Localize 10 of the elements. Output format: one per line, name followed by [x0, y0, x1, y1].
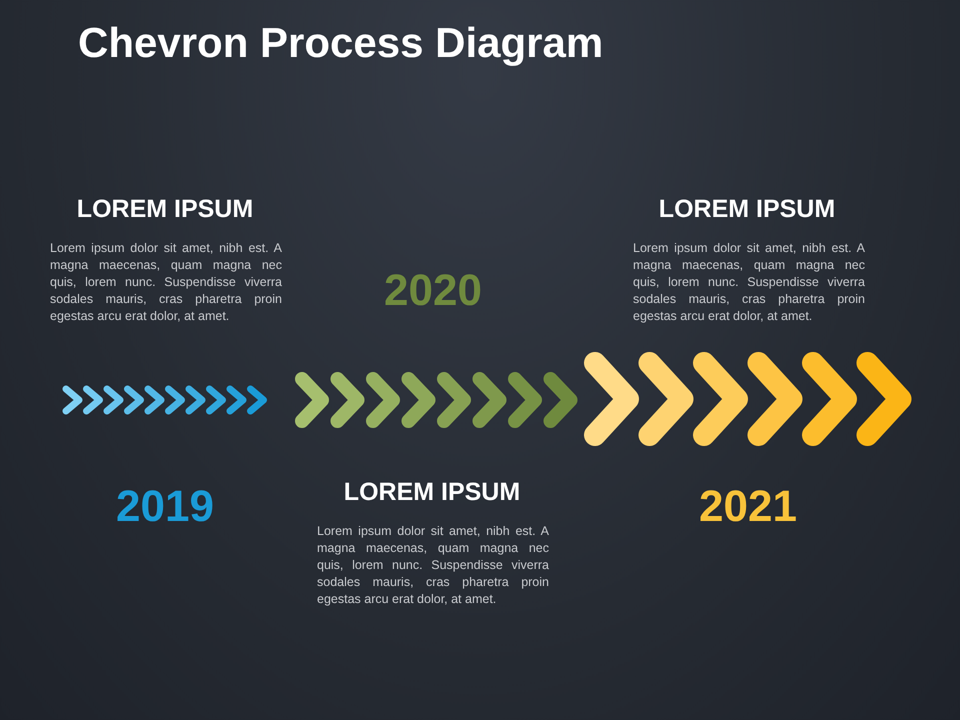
title: Chevron Process Diagram: [78, 18, 604, 68]
body-text: Lorem ipsum dolor sit amet, nibh est. A magna maecenas, quam magna nec quis, lorem nunc. Suspendisse viverra sodales mauris, cras pharetra proin egestas arcu erat dolor, at amet.: [633, 240, 865, 325]
body-text: Lorem ipsum dolor sit amet, nibh est. A magna maecenas, quam magna nec quis, lorem nunc. Suspendisse viverra sodales mauris, cras pharetra proin egestas arcu erat dolor, at amet.: [317, 523, 549, 608]
year-label: 2019: [115, 482, 215, 532]
heading: LOREM IPSUM: [76, 195, 254, 224]
year-label: 2021: [698, 482, 798, 532]
heading: LOREM IPSUM: [342, 478, 522, 507]
heading: LOREM IPSUM: [658, 195, 836, 224]
year-label: 2020: [383, 266, 483, 316]
body-text: Lorem ipsum dolor sit amet, nibh est. A magna maecenas, quam magna nec quis, lorem nunc. Suspendisse viverra sodales mauris, cras pharetra proin egestas arcu erat dolor, at amet.: [50, 240, 282, 325]
